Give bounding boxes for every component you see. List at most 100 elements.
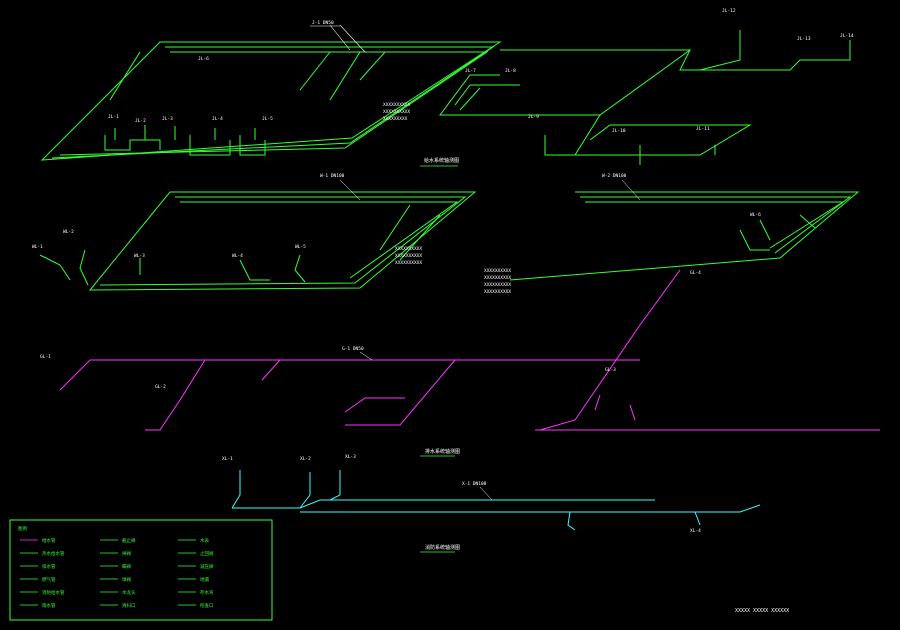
upper-right-riser	[699, 30, 741, 71]
upper-branch-4	[109, 51, 141, 101]
upper-section-title: 给水系统轴测图	[424, 157, 459, 164]
fixture-label-xl2: XL-2	[300, 456, 311, 462]
fixture-label-jl2: JL-2	[135, 118, 146, 124]
mid-left-main-3	[180, 201, 459, 279]
middle-water-systems	[39, 191, 860, 291]
cyan-riser-2	[299, 472, 311, 509]
legend-col-2	[100, 539, 118, 606]
upper-right-loop-3	[459, 87, 481, 111]
upper-right-loop-2	[454, 84, 520, 106]
cyan-riser-1	[231, 470, 241, 509]
upper-right-loop	[439, 49, 692, 116]
mid-right-fixtures	[739, 214, 816, 251]
mid-left-branch	[379, 204, 441, 261]
legend-label-3-2: 蝶阀	[122, 563, 131, 570]
mid-right-note-line-2: XXXXXXXXXX	[484, 275, 511, 281]
upper-tag-leader-2	[339, 24, 366, 53]
cyan-drain-system	[231, 470, 761, 531]
fixture-label-jl10: JL-10	[612, 128, 626, 134]
mid-right-pipe-tag: W-2 DN100	[602, 173, 627, 179]
fixture-label-xl4: XL-4	[690, 528, 701, 534]
legend-label-5-1: 消防给水管	[42, 589, 65, 596]
cyan-tag-leader	[479, 486, 493, 501]
fixture-label-gl3: GL-3	[605, 367, 616, 373]
upper-right-branch	[679, 40, 851, 71]
fixture-label-jl9: JL-9	[528, 114, 539, 120]
fixture-label-xl1: XL-1	[222, 456, 233, 462]
mid-right-tag-leader	[621, 179, 641, 201]
cyan-main-pipe-2	[300, 504, 761, 513]
cyan-branch-2	[694, 511, 701, 526]
legend-frame	[9, 519, 273, 621]
upper-right-lower-2	[639, 145, 716, 165]
fixture-label-xl3: XL-3	[345, 454, 356, 460]
cyan-main-pipe	[232, 499, 655, 509]
upper-main-pipe-3	[59, 51, 489, 156]
drawing-title: XXXXX XXXXX XXXXXX	[735, 608, 789, 614]
legend-label-4-1: 燃气管	[42, 576, 56, 583]
upper-note-line-1: XXXXXXXXXX	[383, 102, 410, 108]
upper-note-line-3: XXXXXXXXX	[383, 116, 408, 122]
fixture-label-gl2: GL-2	[155, 384, 166, 390]
legend-label-4-3: 地漏	[200, 576, 209, 583]
mid-left-pipe-tag: W-1 DN100	[320, 173, 345, 179]
legend-label-2-1: 热水给水管	[42, 550, 65, 557]
legend-label-2-2: 闸阀	[122, 550, 131, 557]
mid-left-main-2	[99, 196, 467, 286]
fixture-label-jl12: JL-12	[722, 8, 736, 14]
upper-water-system	[40, 30, 851, 165]
upper-tag-leader	[329, 24, 351, 51]
fixture-label-jl6: JL-6	[198, 56, 209, 62]
fixture-label-jl7: JL-7	[465, 68, 476, 74]
legend-label-4-2: 球阀	[122, 576, 131, 583]
legend-col-1	[20, 539, 38, 606]
mid-note-line-1: XXXXXXXXXX	[395, 246, 422, 252]
upper-tags: J-1 DN50	[310, 20, 366, 53]
upper-note-line-2: XXXXXXXXXX	[383, 109, 410, 115]
legend-label-3-1: 排水管	[42, 563, 56, 570]
fixture-label-wl4: WL-4	[232, 253, 243, 259]
fixture-label-jl4: JL-4	[212, 116, 223, 122]
magenta-branch-1	[145, 359, 206, 431]
legend-label-1-1: 给水管	[42, 537, 56, 544]
magenta-tags: G-1 DN50 GL-1 GL-2 GL-3 GL-4	[40, 270, 701, 390]
mid-left-fixtures	[39, 249, 306, 286]
fixture-label-jl14: JL-14	[840, 33, 854, 39]
cyan-riser-3	[329, 470, 341, 501]
fixture-label-wl5: WL-5	[295, 244, 306, 250]
mid-right-main-1	[509, 191, 860, 281]
fixture-label-jl11: JL-11	[696, 126, 710, 132]
legend-label-6-1: 雨水管	[42, 602, 56, 609]
magenta-branch-4	[344, 397, 405, 413]
mid-left-main-1	[88, 191, 477, 291]
fixture-label-gl4: GL-4	[690, 270, 701, 276]
cyan-pipe-tag: X-1 DN100	[462, 481, 487, 487]
upper-fixtures-row	[104, 135, 266, 156]
upper-note: XXXXXXXXXX XXXXXXXXXX XXXXXXXXX	[383, 102, 410, 122]
fixture-label-jl8: JL-8	[505, 68, 516, 74]
legend-label-1-3: 水表	[200, 537, 209, 544]
fixture-label-jl1: JL-1	[108, 114, 119, 120]
mid-right-main-2	[580, 196, 852, 254]
bottom-section-title: 消防系统轴测图	[425, 544, 460, 551]
magenta-branch-2	[261, 359, 281, 381]
legend-label-1-2: 截止阀	[122, 537, 136, 544]
legend-label-6-3: 检查口	[200, 602, 214, 609]
magenta-branch-3	[345, 359, 456, 426]
upper-branch-1	[299, 51, 331, 91]
mid-note-line-3: XXXXXXXXXX	[395, 260, 422, 266]
mid-right-note-line-4: XXXXXXXXXX	[484, 289, 511, 295]
legend-label-5-3: 存水弯	[200, 589, 214, 596]
middle-tags: W-1 DN100 W-2 DN100 WL-1 WL-2 WL-3 WL-4 …	[32, 173, 761, 295]
fixture-label-wl6: WL-6	[750, 212, 761, 218]
upper-fixture-labels: JL-1 JL-2 JL-3 JL-4 JL-5 JL-6 JL-7 JL-8 …	[108, 8, 854, 134]
legend-title: 图例	[18, 525, 27, 532]
fixture-label-jl13: JL-13	[797, 36, 811, 42]
legend-col-3	[178, 539, 196, 606]
legend-label-3-3: 减压阀	[200, 563, 214, 570]
legend-label-2-3: 止回阀	[200, 550, 214, 557]
upper-fixture-drops	[114, 125, 256, 140]
magenta-lower-branch	[594, 394, 636, 421]
magenta-tag-leader	[359, 351, 373, 361]
